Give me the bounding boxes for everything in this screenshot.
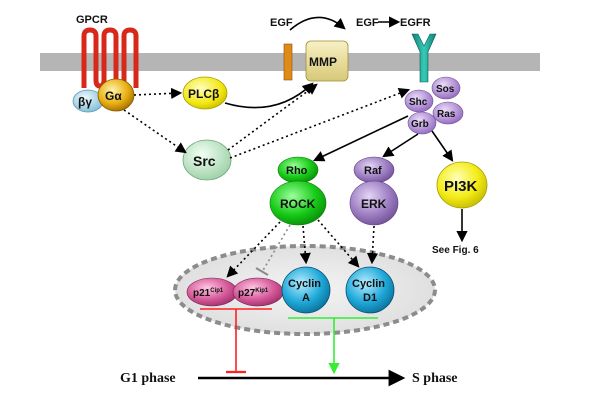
galpha-to-src-arrow	[123, 109, 187, 154]
src-to-mmp-arrow	[227, 83, 318, 151]
src-node	[182, 139, 232, 181]
cyclin-a-node	[281, 266, 331, 314]
plc-beta-node	[182, 76, 228, 110]
src-label: Src	[193, 153, 216, 169]
pathway-arrows	[123, 16, 468, 278]
rock-label: ROCK	[280, 197, 316, 211]
mmp-label: MMP	[309, 55, 337, 69]
erk-label: ERK	[361, 197, 387, 211]
cyclin-a-label-line1: Cyclin	[288, 278, 321, 290]
gpcr-label: GPCR	[76, 14, 108, 26]
p21-label: p21Cip1	[193, 288, 224, 299]
egfr-label: EGFR	[400, 17, 431, 29]
pi3k-node	[436, 161, 488, 209]
cyclin-d1-label-line1: Cyclin	[352, 278, 385, 290]
s-phase-label: S phase	[412, 371, 458, 386]
rock-inhibits-p27-bar	[255, 267, 269, 276]
cyclin-d1-node	[345, 266, 395, 314]
rock-to-cyclin-d1-arrow	[317, 219, 360, 268]
egf-release-arrow	[289, 16, 346, 31]
adapter-to-rho-arrow	[312, 115, 409, 162]
sos-label: Sos	[436, 84, 455, 95]
erk-to-cyclin-d1-arrow	[366, 225, 379, 265]
galpha-to-plc-arrow	[133, 87, 183, 99]
rock-to-cyclin-a-arrow	[299, 225, 311, 265]
egf-left-label: EGF	[270, 17, 293, 29]
src-to-egfr-arrow	[229, 87, 411, 159]
rock-inhibits-p27-line	[261, 224, 291, 273]
gpcr-receptor	[81, 27, 139, 89]
p27-label: p27Kip1	[238, 288, 269, 299]
cyclin-a-label-line2: A	[302, 292, 310, 304]
rho-label: Rho	[286, 165, 308, 177]
cyclin-d1-label-line2: D1	[363, 292, 377, 304]
adapter-to-pi3k-arrow	[431, 130, 454, 162]
cyclin-promotion	[288, 317, 378, 375]
plc-beta-label: PLCβ	[188, 87, 219, 101]
pi3k-label: PI3K	[444, 178, 478, 195]
see-fig-label: See Fig. 6	[432, 245, 479, 256]
egfr-receptor	[411, 33, 437, 83]
ras-node	[432, 101, 464, 125]
p21-superscript: Cip1	[210, 288, 224, 294]
grb-node	[407, 111, 437, 135]
cdk-inhibitor-inhibition	[200, 308, 272, 374]
rock-node	[269, 180, 327, 226]
egf-precursor	[283, 43, 293, 81]
sos-node	[431, 76, 461, 100]
adapter-to-raf-arrow	[382, 133, 419, 158]
plc-to-mmp-arrow	[224, 82, 314, 109]
g1-phase-label: G1 phase	[120, 371, 176, 386]
raf-label: Raf	[364, 165, 382, 177]
egf-right-label: EGF	[356, 17, 379, 29]
grb-label: Grb	[411, 119, 429, 130]
g-alpha-label: Gα	[105, 89, 122, 103]
ras-label: Ras	[437, 109, 456, 120]
beta-gamma-label: βγ	[78, 95, 92, 109]
p27-superscript: Kip1	[255, 288, 269, 294]
erk-node	[349, 180, 399, 226]
mmp-node	[305, 40, 349, 82]
shc-label: Shc	[409, 97, 428, 108]
